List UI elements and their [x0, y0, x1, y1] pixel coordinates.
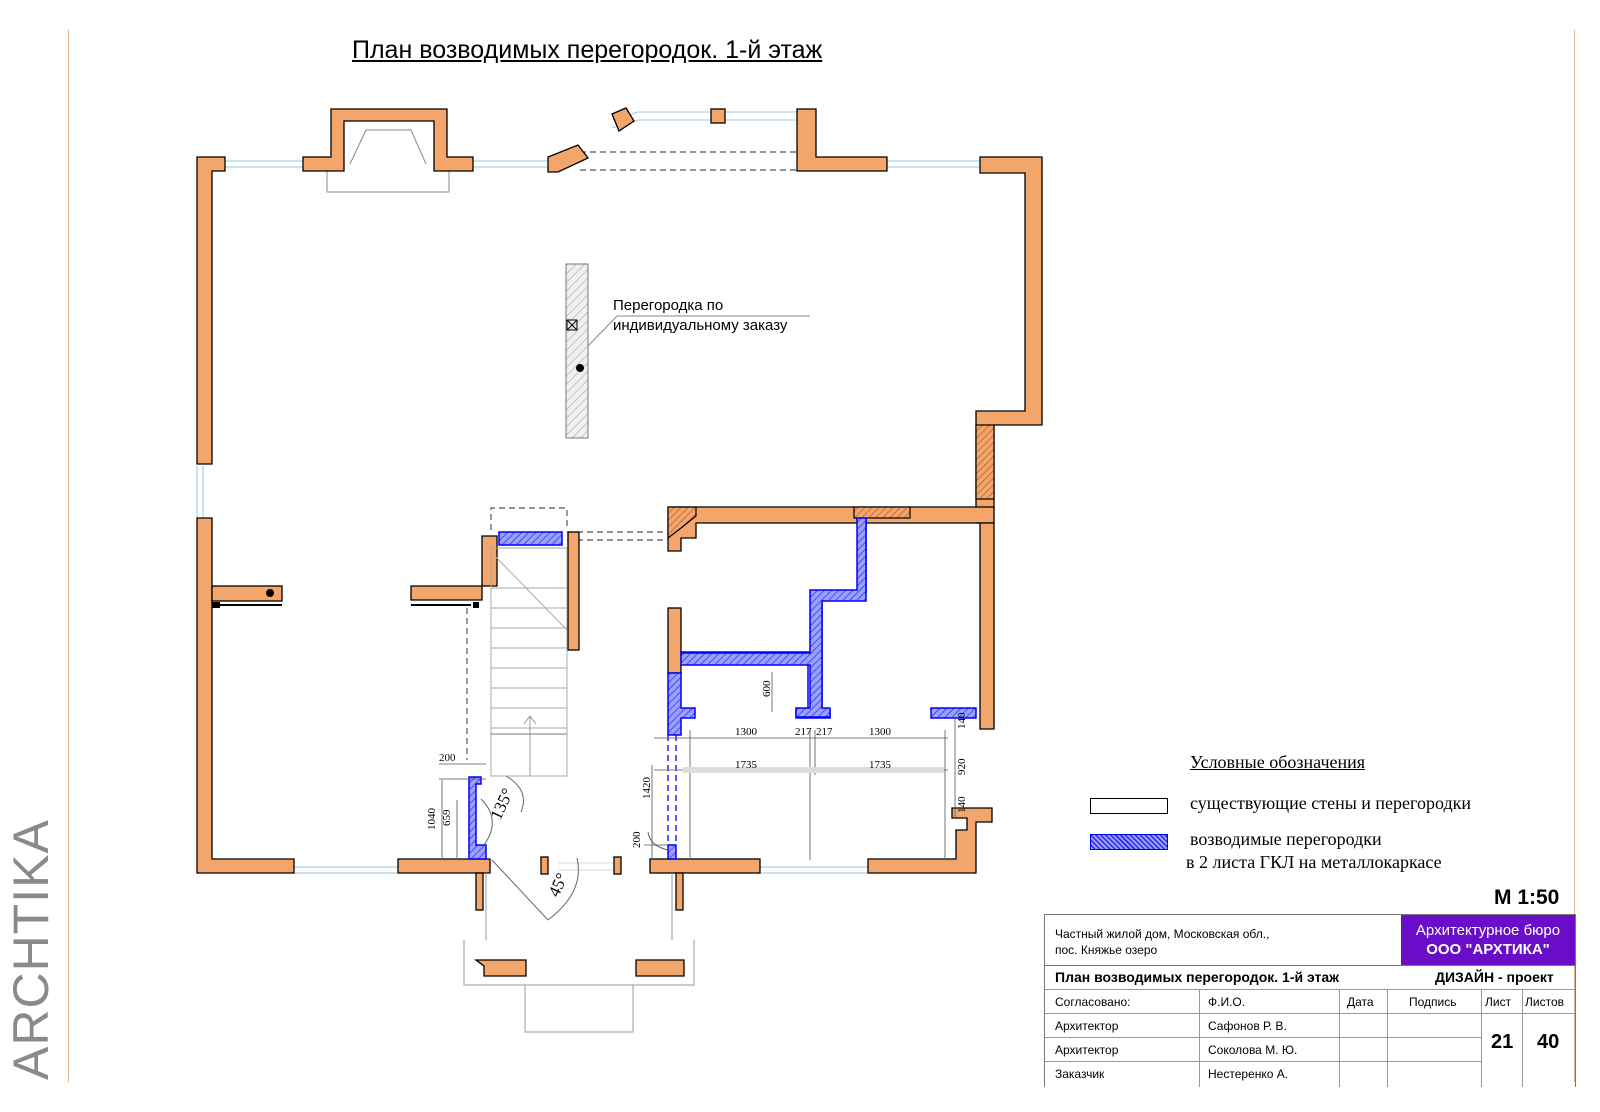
dim-200-door: 200 [631, 831, 643, 848]
existing-walls [196, 107, 1043, 977]
hatched-existing-segments [667, 424, 995, 540]
dim-1040: 1040 [426, 808, 438, 831]
dim-920: 920 [956, 758, 968, 775]
header-name: Ф.И.О. [1208, 995, 1246, 1009]
bureau-badge: Архитектурное бюро ООО "АРХТИКА" [1401, 915, 1575, 965]
dim-1735-left: 1735 [735, 759, 758, 771]
porch-outline [463, 873, 695, 1033]
sheet-name: План возводимых перегородок. 1-й этаж [1055, 969, 1340, 985]
custom-partition-note-line2: индивидуальному заказу [613, 317, 788, 334]
custom-partition [565, 263, 589, 439]
header-sheets: Листов [1525, 995, 1564, 1009]
row-3-role: Заказчик [1055, 1067, 1105, 1081]
dim-140-top: 140 [956, 712, 968, 729]
dim-1300-left: 1300 [735, 726, 758, 738]
stage-label: ДИЗАЙН - проект [1435, 969, 1554, 985]
staircase [490, 547, 568, 777]
project-line-2: пос. Княжье озеро [1055, 943, 1158, 957]
project-line-1: Частный жилой дом, Московская обл., [1055, 927, 1270, 941]
legend-title: Условные обозначения [1190, 752, 1366, 772]
dim-217-left: 217 [795, 726, 812, 738]
door-swings [480, 775, 669, 921]
dim-659: 659 [441, 809, 453, 826]
legend-new-label-1: возводимые перегородки [1190, 829, 1382, 849]
angle-135: 135° [486, 785, 517, 822]
windows [196, 111, 980, 874]
sheet-number: 21 [1491, 1031, 1514, 1053]
bay-window-outline [326, 129, 450, 193]
custom-partition-symbols [566, 315, 810, 372]
new-partition-dashed [667, 735, 677, 845]
scale-label: М 1:50 [1494, 886, 1560, 909]
left-frame-line [68, 30, 69, 1082]
dashed-lines [466, 151, 800, 760]
dim-200-stair: 200 [439, 752, 456, 764]
header-agreed: Согласовано: [1055, 995, 1131, 1009]
page-title: План возводимых перегородок. 1-й этаж [352, 36, 823, 64]
legend-new-swatch [1090, 834, 1168, 850]
header-date: Дата [1347, 995, 1374, 1009]
row-2-role: Архитектор [1055, 1043, 1119, 1057]
row-1-name: Сафонов Р. В. [1208, 1019, 1287, 1033]
dim-1420: 1420 [641, 777, 653, 800]
legend-new-label-2: в 2 листа ГКЛ на металлокаркасе [1186, 852, 1442, 872]
row-3-name: Нестеренко А. [1208, 1067, 1289, 1081]
dim-1735-right: 1735 [869, 759, 892, 771]
sheet-total: 40 [1537, 1031, 1560, 1053]
row-1-role: Архитектор [1055, 1019, 1119, 1033]
dim-140-bottom: 140 [956, 796, 968, 813]
legend-existing-label: существующие стены и перегородки [1190, 793, 1471, 813]
title-block: Частный жилой дом, Московская обл., пос.… [1044, 914, 1576, 1087]
dim-1300-right: 1300 [869, 726, 892, 738]
row-2-name: Соколова М. Ю. [1208, 1043, 1298, 1057]
dim-600: 600 [761, 680, 773, 697]
dimension-lines [439, 672, 956, 860]
bureau-line-2: ООО "АРХТИКА" [1426, 941, 1550, 958]
header-sign: Подпись [1409, 995, 1457, 1009]
new-partitions [468, 517, 977, 860]
bureau-line-1: Архитектурное бюро [1415, 922, 1561, 939]
legend-existing-swatch [1090, 798, 1168, 814]
header-sheet: Лист [1485, 995, 1512, 1009]
right-frame-line [1574, 30, 1575, 1082]
custom-partition-note-line1: Перегородка по [613, 297, 723, 314]
dim-217-right: 217 [816, 726, 833, 738]
black-details [212, 589, 479, 608]
